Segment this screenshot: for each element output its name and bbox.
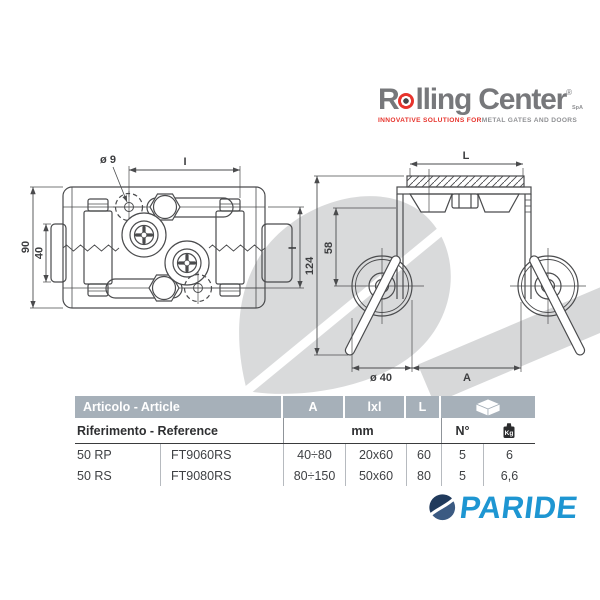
cell-n: 5 <box>441 444 483 465</box>
cell-name: 50 RP <box>77 447 112 462</box>
cell-kg: 6 <box>483 444 535 465</box>
logo-text-center: Center <box>478 83 567 116</box>
subheader-kg: Kg <box>483 418 535 443</box>
table-row: 50 RP FT9060RS 40÷80 20x60 60 5 6 <box>75 444 535 465</box>
table-row: 50 RS FT9080RS 80÷150 50x60 80 5 6,6 <box>75 465 535 486</box>
cell-l: 80 <box>406 465 441 486</box>
side-view-drawing: L 124 58 ø 40 A <box>304 150 586 384</box>
tagline-right: METAL GATES AND DOORS <box>481 117 578 124</box>
col-header-lxl: lxl <box>345 396 406 418</box>
table-header-row: Articolo - Article A lxl L <box>75 396 535 418</box>
cell-name: 50 RS <box>77 468 112 483</box>
lever-right <box>529 255 586 356</box>
logo-letter-r: R <box>378 83 400 116</box>
subheader-pieces: N° <box>441 418 483 443</box>
paride-logo: PARIDE <box>429 490 580 525</box>
dim-label-58: 58 <box>323 242 335 254</box>
paride-s-icon <box>429 494 456 521</box>
rolling-center-tagline: INNOVATIVE SOLUTIONS FOR METAL GATES AND… <box>378 117 578 124</box>
wheel-left <box>351 255 413 317</box>
col-header-package <box>441 396 535 418</box>
kg-weight-icon: Kg <box>503 423 515 438</box>
dim-label-interaxis-v: I <box>287 246 299 249</box>
wheel-right <box>517 255 579 317</box>
paride-wordmark: PARIDE <box>457 490 580 525</box>
cell-code: FT9080RS <box>160 465 283 486</box>
cell-l: 60 <box>406 444 441 465</box>
col-header-a: A <box>283 396 345 418</box>
subheader-riferimento: Riferimento - Reference <box>77 423 219 438</box>
cell-kg: 6,6 <box>483 465 535 486</box>
dim-label-90: 90 <box>20 241 32 253</box>
table-subheader-row: Riferimento - Reference mm N° Kg <box>75 418 535 444</box>
svg-text:Kg: Kg <box>505 430 514 437</box>
spec-table: Articolo - Article A lxl L Riferimento -… <box>75 396 535 486</box>
lever-left <box>344 255 401 356</box>
dim-label-124: 124 <box>304 256 316 275</box>
dim-label-interaxis-h: I <box>183 156 186 168</box>
cell-code: FT9060RS <box>160 444 283 465</box>
col-header-articolo: Articolo - Article <box>75 396 283 418</box>
dim-label-40: 40 <box>34 247 46 259</box>
red-target-icon <box>398 93 415 109</box>
cell-lxl: 20x60 <box>345 444 406 465</box>
registered-mark: ® <box>566 88 572 97</box>
dim-label-L: L <box>463 150 470 162</box>
spa-suffix: SpA <box>572 105 583 111</box>
cell-a: 80÷150 <box>283 465 345 486</box>
tagline-left: INNOVATIVE SOLUTIONS FOR <box>378 117 482 124</box>
cell-lxl: 50x60 <box>345 465 406 486</box>
dim-label-A: A <box>463 372 471 384</box>
watermark-leaf-icon <box>239 196 600 404</box>
col-header-l: L <box>406 396 441 418</box>
subheader-mm: mm <box>283 418 441 443</box>
cell-n: 5 <box>441 465 483 486</box>
dim-label-hole-diameter: ø 9 <box>100 154 116 166</box>
dim-label-wheel-diameter: ø 40 <box>370 372 392 384</box>
front-view-drawing: ø 9 I 90 40 I <box>20 154 304 309</box>
cell-a: 40÷80 <box>283 444 345 465</box>
logo-text-lling: lling <box>415 83 472 116</box>
package-icon <box>474 398 502 417</box>
